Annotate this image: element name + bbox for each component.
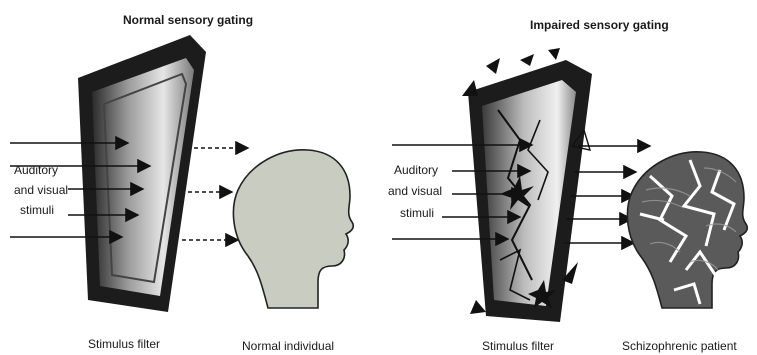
normal-filter-frame-icon: [78, 35, 206, 312]
impaired-stimuli-label-2: and visual: [388, 183, 442, 199]
normal-stimuli-label-2: and visual: [14, 182, 68, 198]
impaired-filter-caption: Stimulus filter: [482, 338, 554, 354]
impaired-stimuli-label-1: Auditory: [394, 162, 438, 178]
normal-panel-title: Normal sensory gating: [123, 12, 253, 28]
fragmented-head-icon: [627, 152, 747, 308]
head-silhouette-icon: [233, 150, 353, 308]
impaired-panel-title: Impaired sensory gating: [530, 17, 669, 33]
normal-filter-caption: Stimulus filter: [88, 336, 160, 352]
normal-subject-caption: Normal individual: [242, 338, 334, 354]
impaired-stimuli-label-3: stimuli: [400, 205, 434, 221]
broken-filter-frame-icon: [462, 48, 592, 322]
impaired-subject-caption: Schizophrenic patient: [622, 338, 737, 354]
normal-stimuli-label-1: Auditory: [14, 162, 58, 178]
normal-stimuli-label-3: stimuli: [20, 202, 54, 218]
